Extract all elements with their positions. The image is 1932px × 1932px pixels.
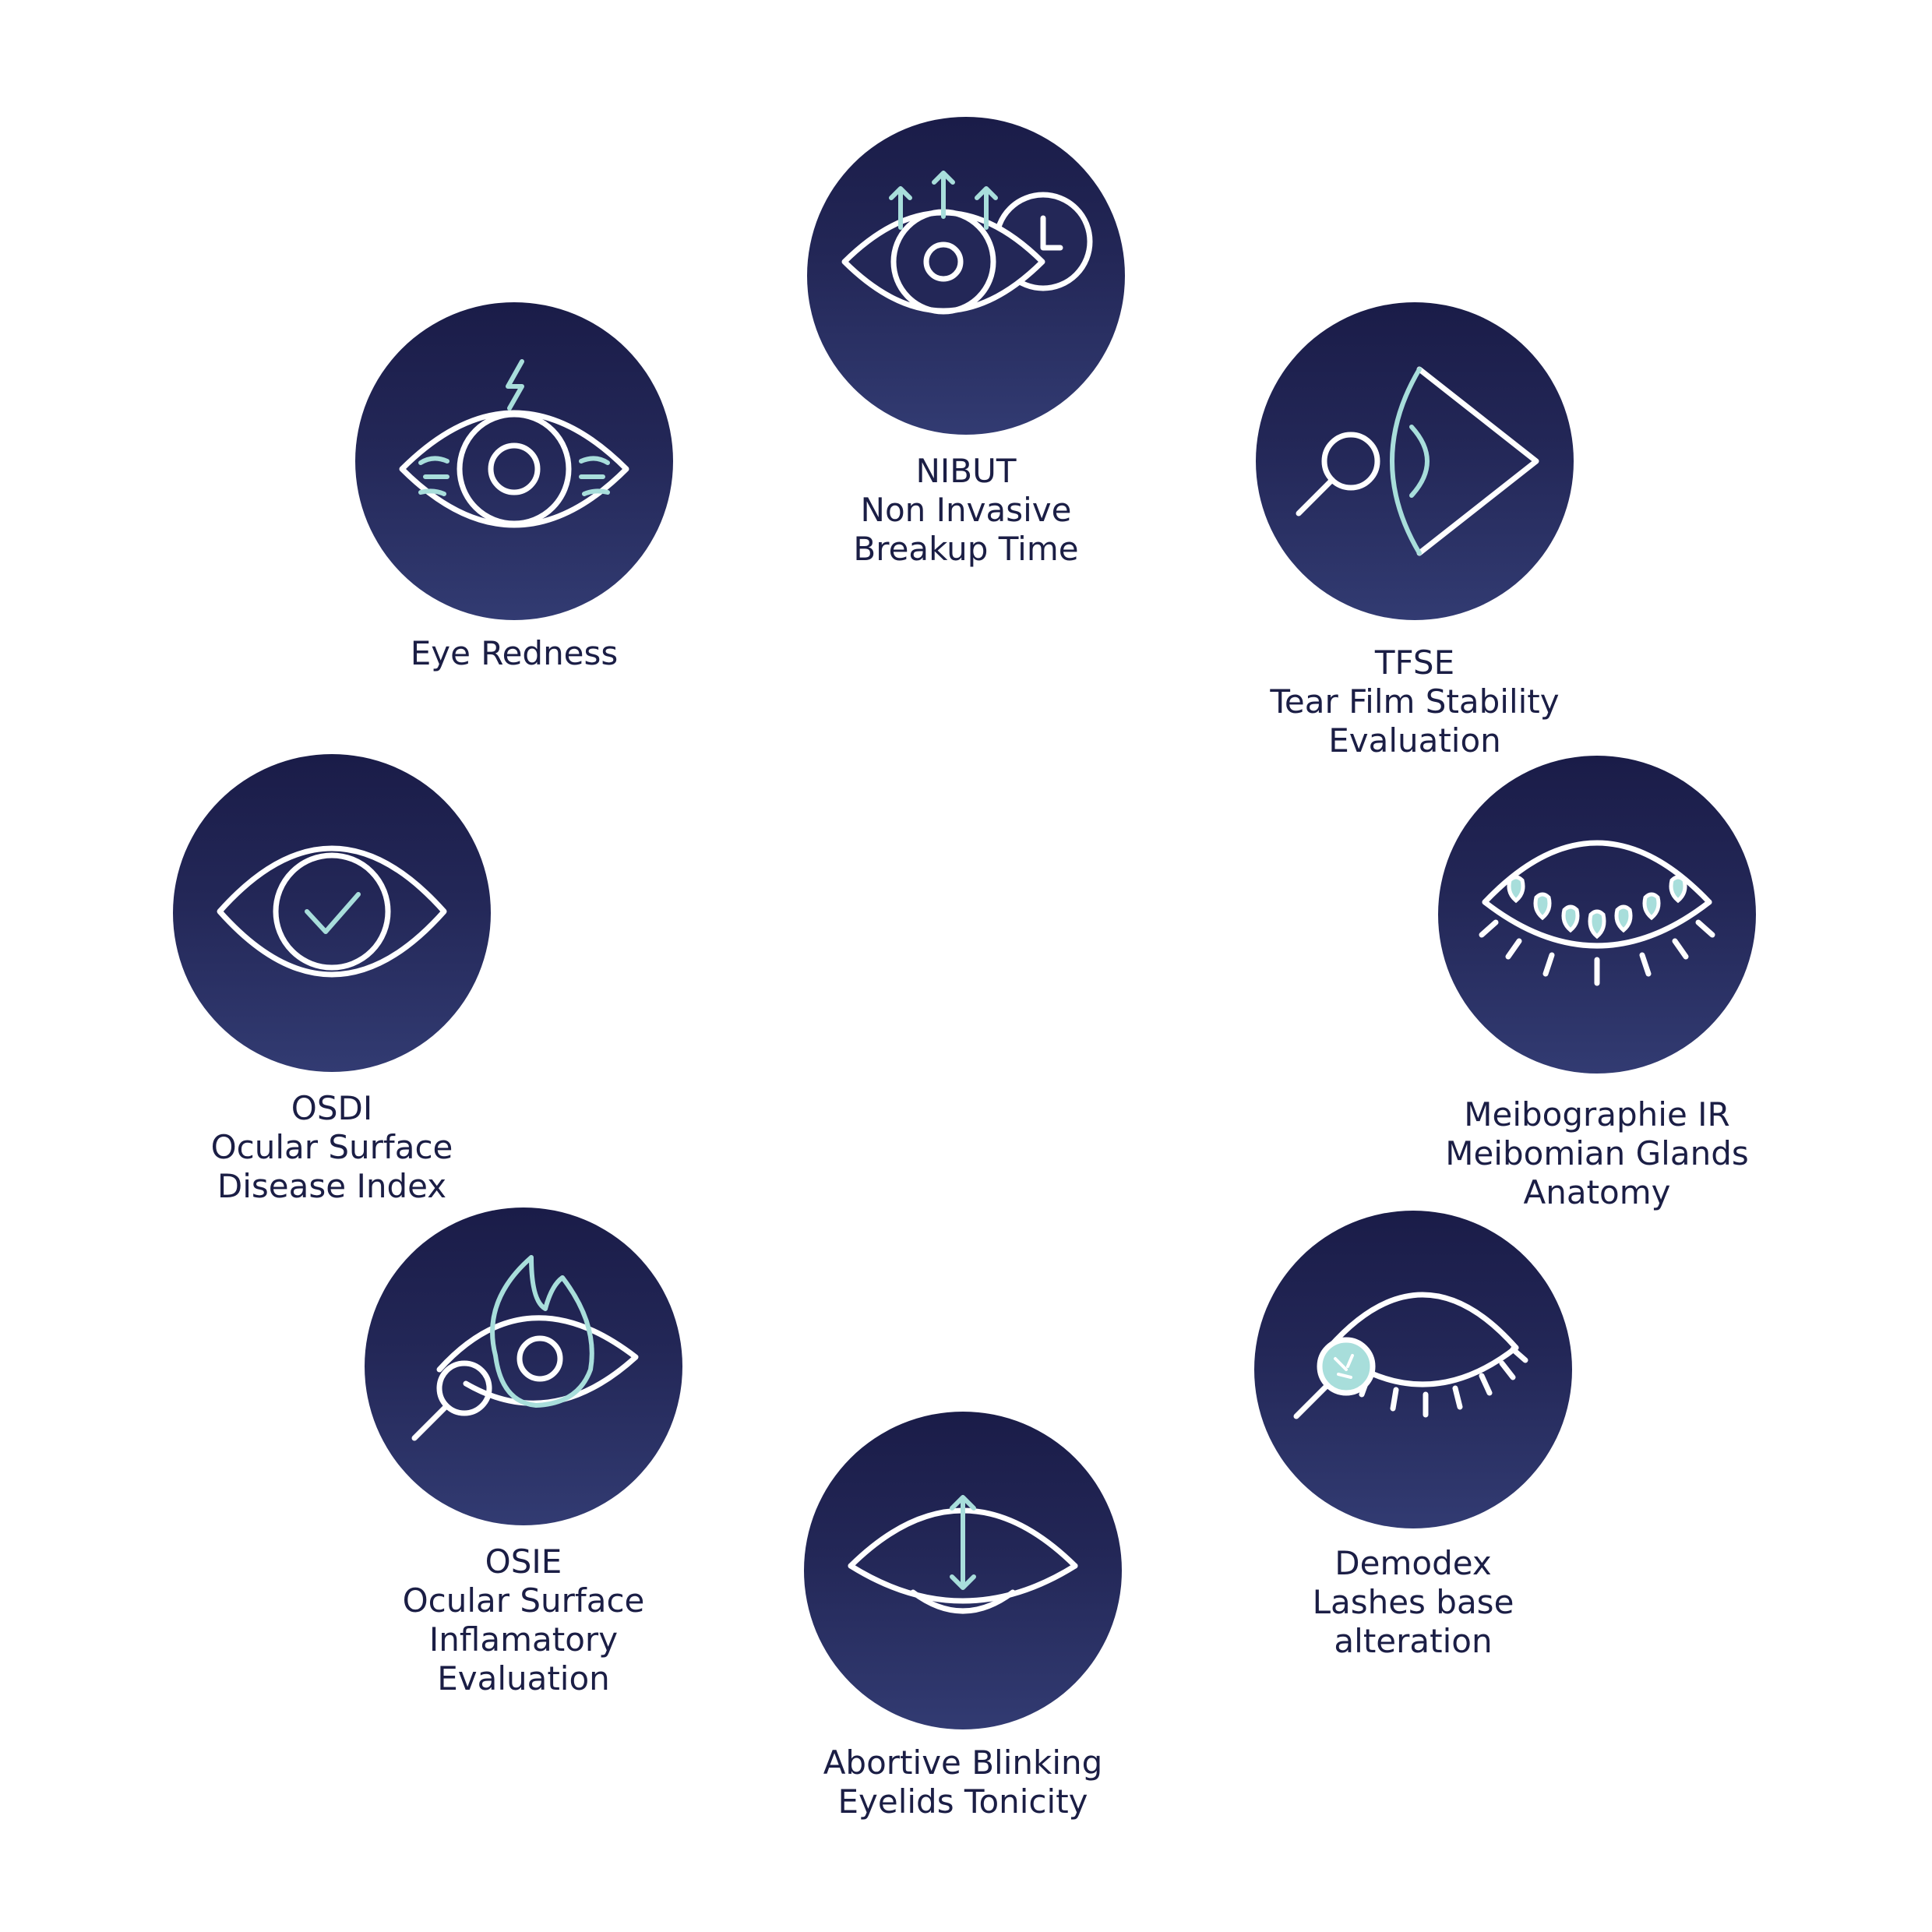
meibographie-label-line-1: Meibographie IR — [1464, 1095, 1730, 1133]
closed-eye-lashes-magnifier-icon — [1293, 1292, 1528, 1419]
demodex-label-line-1: Demodex — [1334, 1544, 1492, 1582]
abortive-blinking-label-line-1: Abortive Blinking — [823, 1743, 1103, 1782]
meibographie-label-line-2: Meibomian Glands — [1445, 1134, 1749, 1172]
abortive-blinking-label-line-2: Eyelids Tonicity — [837, 1782, 1088, 1821]
osie-label-line-2: Ocular Surface — [402, 1581, 645, 1620]
red-eye-lightning-icon — [399, 359, 629, 528]
tfse-circle — [1256, 302, 1574, 620]
demodex-label-line-3: alteration — [1334, 1622, 1493, 1660]
osdi-label-line-1: OSDI — [291, 1089, 373, 1127]
eye-redness-circle — [355, 302, 673, 620]
osie-label-line-3: Inflamatory — [428, 1620, 619, 1659]
half-closed-eye-arrow-icon — [848, 1495, 1078, 1614]
eye-redness-label-line-1: Eye Redness — [410, 634, 619, 672]
nibut-label-line-3: Breakup Time — [853, 530, 1079, 568]
closed-eye-glands-icon — [1479, 840, 1715, 986]
demodex-label-line-2: Lashes base — [1312, 1583, 1514, 1621]
abortive-blinking-circle — [804, 1412, 1122, 1729]
osdi-label-line-3: Disease Index — [217, 1167, 447, 1205]
eye-arrows-clock-icon — [841, 171, 1093, 315]
nibut-label-line-2: Non Invasive — [860, 491, 1072, 529]
nibut-circle — [807, 117, 1125, 435]
tfse-label-line-3: Evaluation — [1328, 721, 1501, 760]
osie-label-line-4: Evaluation — [437, 1659, 610, 1698]
osdi-circle — [173, 754, 491, 1072]
tfse-label-line-1: TFSE — [1374, 643, 1455, 682]
osie-label-line-1: OSIE — [485, 1542, 562, 1581]
meibographie-label-line-3: Anatomy — [1523, 1173, 1671, 1211]
nibut-label-line-1: NIBUT — [915, 452, 1017, 490]
osdi-label-line-2: Ocular Surface — [210, 1128, 453, 1166]
demodex-circle — [1254, 1211, 1572, 1528]
tfse-label-line-2: Tear Film Stability — [1270, 682, 1560, 721]
meibographie-circle — [1438, 756, 1756, 1074]
osie-circle — [365, 1208, 682, 1525]
eye-checkmark-icon — [217, 845, 447, 978]
eye-flame-magnifier-icon — [411, 1255, 639, 1441]
magnifier-eye-profile-icon — [1296, 366, 1539, 556]
